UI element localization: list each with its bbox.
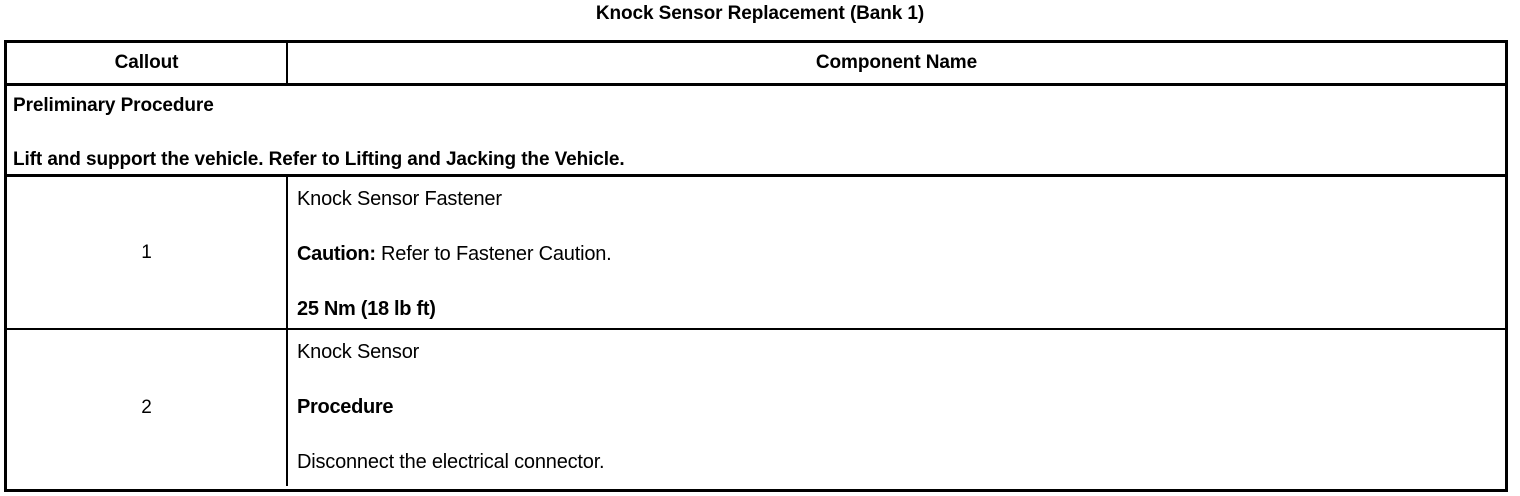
procedure-table: Callout Component Name Preliminary Proce… bbox=[4, 40, 1508, 492]
caution-line: Caution: Refer to Fastener Caution. bbox=[297, 242, 1505, 266]
component-description: Knock Sensor Fastener Caution: Refer to … bbox=[288, 177, 1505, 328]
table-header-row: Callout Component Name bbox=[7, 43, 1505, 86]
callout-number: 2 bbox=[7, 330, 288, 486]
table-row: 2 Knock Sensor Procedure Disconnect the … bbox=[7, 330, 1505, 486]
callout-number: 1 bbox=[7, 177, 288, 328]
preliminary-procedure-heading: Preliminary Procedure bbox=[13, 95, 214, 116]
torque-spec: 25 Nm (18 lb ft) bbox=[297, 298, 436, 320]
column-header-component-name: Component Name bbox=[815, 52, 978, 73]
component-name-line: Knock Sensor Fastener bbox=[297, 188, 502, 210]
preliminary-procedure-row: Preliminary Procedure Lift and support t… bbox=[7, 86, 1505, 177]
column-header-callout: Callout bbox=[7, 43, 288, 83]
preliminary-procedure-text: Lift and support the vehicle. Refer to L… bbox=[13, 149, 625, 170]
caution-label: Caution: bbox=[297, 243, 376, 265]
component-name-line: Knock Sensor bbox=[297, 341, 420, 363]
procedure-step: Disconnect the electrical connector. bbox=[297, 451, 605, 473]
table-row: 1 Knock Sensor Fastener Caution: Refer t… bbox=[7, 177, 1505, 330]
page-title: Knock Sensor Replacement (Bank 1) bbox=[595, 3, 925, 24]
procedure-label: Procedure bbox=[297, 396, 394, 418]
caution-text: Refer to Fastener Caution. bbox=[375, 243, 612, 265]
component-description: Knock Sensor Procedure Disconnect the el… bbox=[288, 330, 1505, 486]
